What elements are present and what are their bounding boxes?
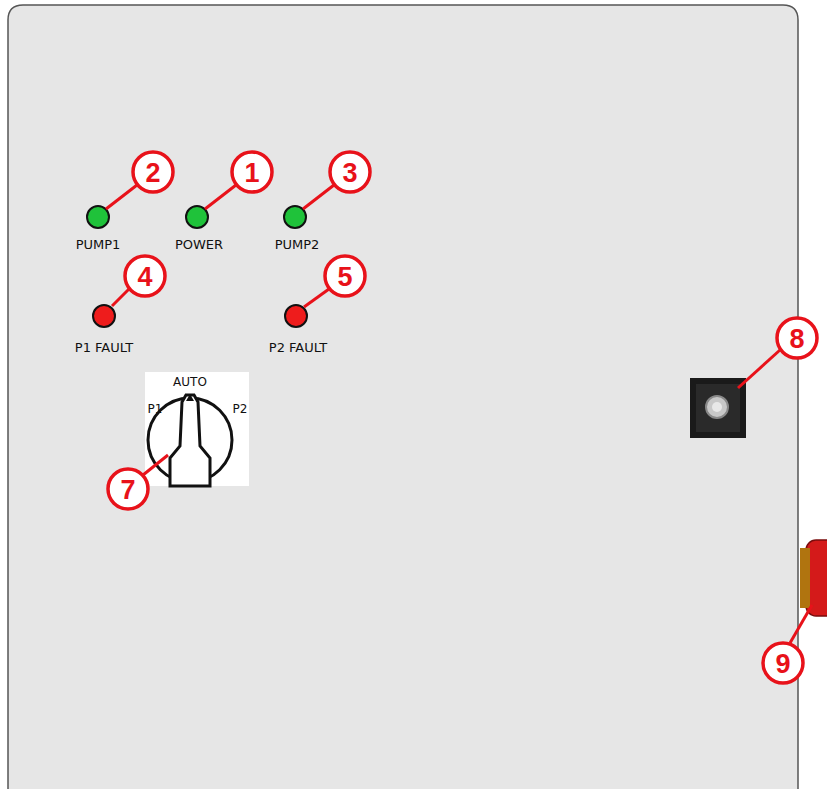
- indicator-label: P1 FAULT: [75, 341, 133, 354]
- indicator-label: POWER: [175, 238, 223, 251]
- indicator-label: P2 FAULT: [269, 341, 327, 354]
- callout-number: 8: [789, 326, 804, 353]
- callout-number: 9: [775, 651, 790, 678]
- callout-number: 3: [342, 160, 357, 187]
- callout-number: 7: [120, 477, 135, 504]
- indicator-label: PUMP1: [76, 238, 121, 251]
- switch-position-label: P1: [148, 403, 163, 415]
- callout-number: 2: [145, 160, 160, 187]
- callout-number: 5: [337, 264, 352, 291]
- callout-number: 4: [137, 264, 152, 291]
- switch-position-label: AUTO: [173, 376, 207, 388]
- indicator-label: PUMP2: [275, 238, 320, 251]
- callout-number: 1: [244, 160, 259, 187]
- switch-position-label: P2: [233, 403, 248, 415]
